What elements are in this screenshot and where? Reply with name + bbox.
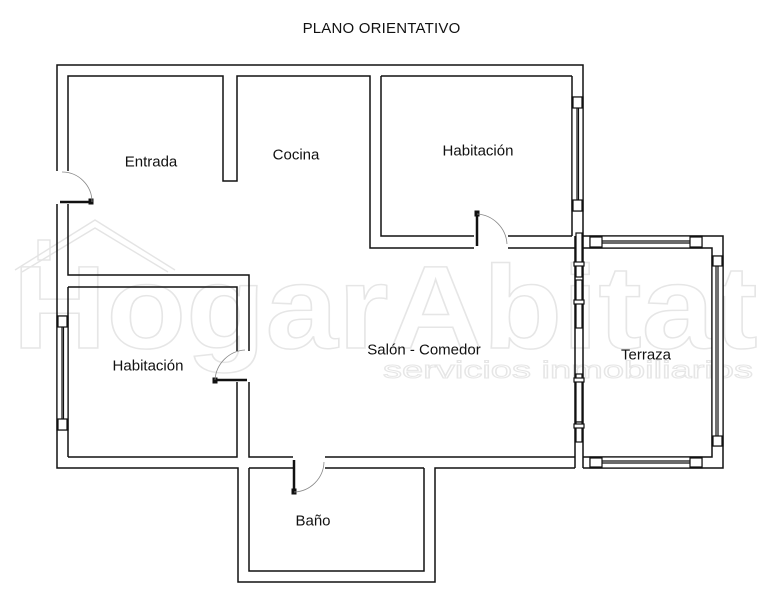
plan-title: PLANO ORIENTATIVO <box>302 20 461 37</box>
room-label-salon-comedor: Salón - Comedor <box>367 341 481 359</box>
room-label-terraza: Terraza <box>620 346 672 364</box>
window-terrace-top <box>589 235 703 249</box>
room-label-cocina: Cocina <box>272 146 320 164</box>
room-label-bano: Baño <box>295 512 331 530</box>
room-label-entrada: Entrada <box>124 153 178 171</box>
room-label-habitacion-1: Habitación <box>442 142 514 160</box>
sliding-door-terrace-upper <box>575 232 583 278</box>
room-label-habitacion-2: Habitación <box>112 357 184 375</box>
